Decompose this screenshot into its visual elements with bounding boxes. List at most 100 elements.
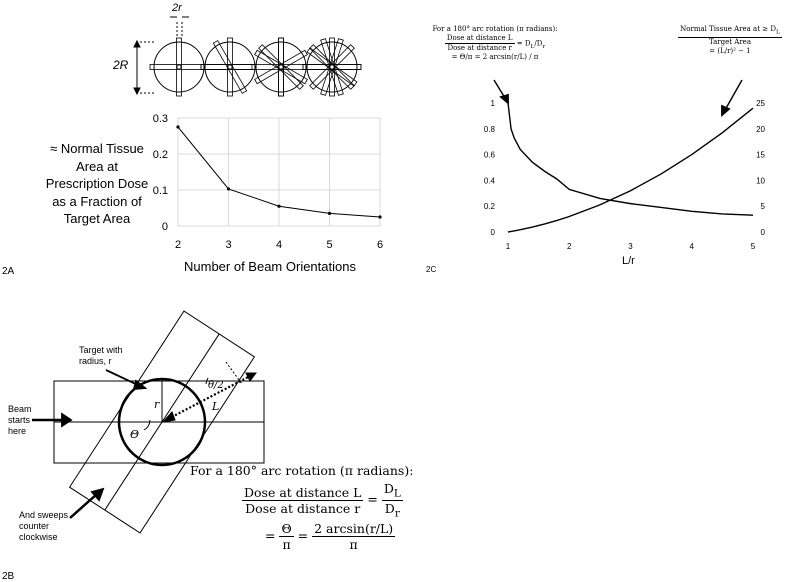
panel-label-2a: 2A	[2, 266, 15, 277]
equation-den: Dose at distance r	[245, 500, 361, 516]
y-tick-label: 0.1	[153, 185, 168, 197]
beam-bar	[309, 44, 355, 90]
note-line2: = Θ/π = 2 arcsin(r/L) / π	[451, 53, 539, 61]
panel-label-2c: 2C	[426, 265, 437, 274]
beam-width-dimension	[170, 16, 189, 36]
distance-L-head-left	[161, 411, 176, 423]
ylabel-line: ≈ Normal Tissue	[50, 141, 144, 156]
isocenter	[278, 64, 284, 70]
note-line: here	[8, 426, 27, 436]
ylabel-line: Prescription Dose	[45, 176, 149, 191]
y-right-tick-label: 0	[761, 228, 766, 237]
beam-bar	[278, 37, 284, 97]
isocenter	[227, 64, 233, 70]
beam-bar	[176, 37, 182, 97]
beam-bar	[329, 37, 335, 97]
data-point	[277, 204, 281, 208]
equation-intro: For a 180° arc rotation (π radians):	[190, 463, 414, 478]
data-point	[327, 211, 332, 215]
note-num: Normal Tissue Area at ≥ D	[680, 25, 776, 33]
series-area-ratio	[507, 107, 754, 233]
y-tick-label: 0	[162, 221, 168, 233]
distance-L-head-right	[245, 372, 257, 382]
equation-rhs-den: D	[384, 500, 395, 516]
note-den: Target Area	[708, 38, 751, 47]
note-line: And sweeps	[19, 510, 69, 520]
ylabel-line: Area at	[76, 158, 118, 174]
equation-num: Dose at distance L	[242, 484, 364, 501]
note-line: clockwise	[19, 532, 58, 542]
equation-arcsin: 2 arcsin(r/L)	[312, 521, 396, 537]
y-left-tick-label: 0.8	[484, 125, 496, 134]
chart-a-xlabel: Number of Beam Orientations	[184, 259, 356, 274]
x-tick-label: 3	[628, 242, 633, 251]
data-point	[378, 215, 382, 219]
note-num: Dose at distance L	[444, 34, 515, 44]
equation-pi2: π	[349, 537, 358, 552]
y-right-tick-label: 15	[756, 151, 765, 160]
data-point	[176, 125, 180, 129]
isocenter	[329, 64, 335, 70]
isocenter	[176, 64, 182, 70]
y-right-tick-label: 5	[761, 202, 766, 211]
x-tick-label: 3	[225, 239, 231, 251]
y-left-tick-label: 0.4	[484, 176, 496, 185]
target-note: Target with radius, r	[79, 345, 123, 367]
beam-bar	[227, 37, 233, 97]
beam-bar	[254, 49, 308, 85]
note-line2: = (L/r)² − 1	[709, 47, 751, 56]
beam-icon	[302, 37, 362, 97]
theta-arc	[143, 419, 151, 431]
y-right-tick-label: 20	[756, 125, 765, 134]
ylabel-line: Target Area	[63, 211, 131, 226]
x-tick-label: 6	[377, 239, 383, 251]
distance-label: L	[212, 400, 220, 413]
arc-equation: For a 180° arc rotation (π radians): Dos…	[190, 463, 414, 552]
note-line: starts	[8, 415, 31, 425]
equation-theta: Θ	[279, 521, 294, 537]
beam-icon	[200, 37, 260, 97]
y-tick-label: 0.3	[153, 113, 168, 125]
panel-label-2b: 2B	[2, 571, 15, 582]
chart-c-xlabel: L/r	[622, 255, 635, 267]
ylabel-line: as a Fraction of	[52, 193, 142, 209]
beam-icon	[149, 37, 209, 97]
x-tick-label: 1	[506, 242, 511, 251]
series-dose-ratio	[507, 102, 754, 216]
x-tick-label: 2	[567, 242, 572, 251]
target-pointer	[105, 369, 141, 387]
theta-label: Θ	[130, 428, 140, 441]
x-tick-label: 2	[175, 239, 181, 251]
y-left-tick-label: 0.6	[484, 151, 496, 160]
note-line: Beam	[8, 404, 32, 414]
x-tick-label: 4	[690, 242, 695, 251]
y-tick-label: 0.2	[153, 149, 168, 161]
beam-bar	[254, 49, 308, 85]
data-point	[226, 187, 231, 191]
y-right-tick-label: 10	[756, 176, 765, 185]
note-line: counter	[19, 521, 50, 531]
x-tick-label: 5	[751, 242, 756, 251]
x-tick-label: 4	[276, 239, 282, 251]
y-left-tick-label: 0.2	[484, 202, 496, 211]
beam-icon	[251, 37, 311, 97]
sweep-arrow	[69, 493, 98, 519]
y-right-tick-label: 25	[756, 99, 765, 108]
arc-diagram	[53, 310, 265, 534]
chart-a-ylabel: ≈ Normal Tissue Area at Prescription Dos…	[22, 140, 172, 228]
y-left-tick-label: 1	[491, 99, 496, 108]
radius-label: r	[154, 398, 160, 411]
note-line: radius, r	[79, 356, 112, 366]
diameter-label: 2R	[113, 58, 129, 72]
diameter-dimension	[133, 39, 156, 96]
equation-rhs-num: D	[383, 481, 394, 496]
beam-bar	[309, 44, 355, 90]
x-tick-label: 5	[326, 239, 332, 251]
beam-start-note: Beam starts here	[8, 404, 32, 437]
sweep-note: And sweeps counter clockwise	[19, 510, 68, 543]
note-den: Dose at distance r	[447, 44, 512, 52]
note-line: Target with	[79, 345, 123, 355]
